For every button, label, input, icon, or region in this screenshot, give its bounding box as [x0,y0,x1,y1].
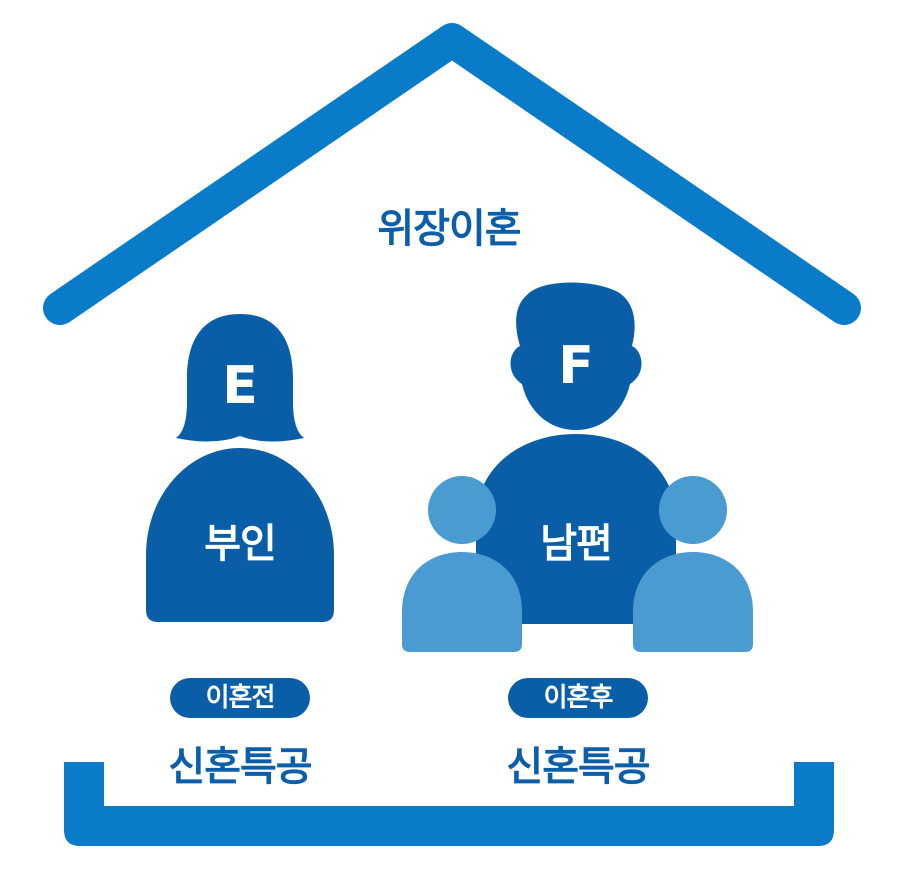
house-floor-icon [64,762,834,846]
diagram-title: 위장이혼 [377,206,521,252]
husband-initial: F [558,336,594,396]
wife-label: 부인 [204,521,277,567]
wife-caption: 신혼특공 [168,744,312,790]
wife-initial: E [222,356,258,416]
husband-caption: 신혼특공 [506,744,650,790]
house-roof-icon [43,23,861,325]
wife-status-badge: 이혼전 [170,678,310,718]
child-icon [402,476,522,652]
man-icon [476,282,676,624]
woman-icon [146,314,334,622]
husband-label: 남편 [540,521,613,567]
husband-status-badge: 이혼후 [508,678,648,718]
child-icon [633,476,753,652]
